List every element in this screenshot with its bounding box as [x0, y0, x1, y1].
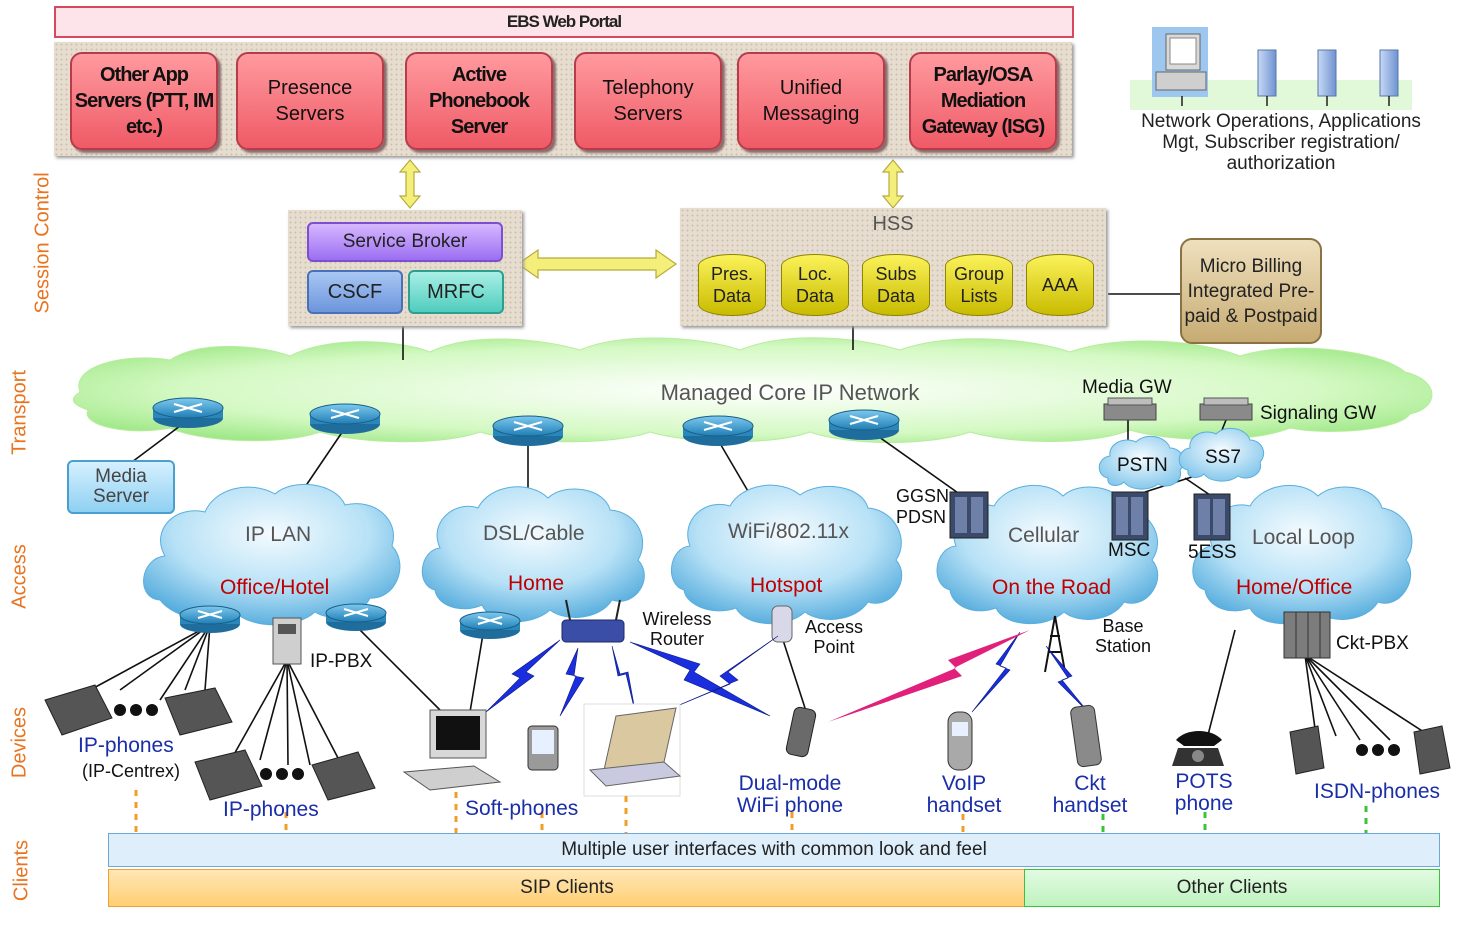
5ess-label: 5ESS: [1188, 542, 1237, 563]
cloud-dsl-subtitle: Home: [508, 572, 565, 595]
micro-billing-box[interactable]: Micro Billing Integrated Pre-paid & Post…: [1180, 238, 1322, 344]
cloud-cellular-subtitle: On the Road: [992, 576, 1112, 599]
pots-phone-label: POTS phone: [1174, 770, 1234, 815]
layer-label-transport: Transport: [8, 370, 31, 455]
cscf-box[interactable]: CSCF: [307, 270, 403, 314]
db-location-data: Loc. Data: [781, 254, 849, 316]
db-group-lists: Group Lists: [945, 254, 1013, 316]
cloud-wifi-title: WiFi/802.11x: [728, 520, 849, 543]
wireless-link-pink: [828, 630, 1030, 722]
msc-label: MSC: [1108, 540, 1151, 561]
signaling-gw-icon: [1199, 397, 1253, 421]
desktop-pc-icon: [402, 709, 502, 791]
ckt-handset-label: Ckt handset: [1052, 772, 1128, 817]
ellipsis-dots: [114, 704, 1400, 780]
dual-mode-phone-label: Dual-mode WiFi phone: [736, 772, 844, 817]
nms-computer-icon: [1152, 27, 1208, 97]
ggsn-rack-icon: [949, 491, 989, 539]
ip-phones-label: IP-phones: [223, 798, 319, 821]
connector-lines: [89, 293, 1431, 766]
ebs-web-portal[interactable]: EBS Web Portal: [54, 6, 1074, 38]
base-station-label: Base Station: [1094, 616, 1152, 656]
pots-phone-icon: [1172, 731, 1224, 766]
pstn-label: PSTN: [1117, 455, 1168, 476]
core-network-cloud: [72, 337, 1433, 443]
dual-mode-phone-icon: [785, 706, 817, 758]
soft-phones-label: Soft-phones: [465, 797, 579, 820]
db-aaa: AAA: [1026, 254, 1094, 316]
cloud-ip-lan-title: IP LAN: [245, 523, 312, 546]
wireless-router-icon: [561, 599, 625, 643]
mrfc-box[interactable]: MRFC: [408, 270, 504, 314]
layer-label-access: Access: [8, 544, 31, 609]
msc-rack-icon: [1111, 491, 1149, 541]
app-server-presence[interactable]: Presence Servers: [236, 52, 384, 150]
app-server-other[interactable]: Other App Servers (PTT, IM etc.): [70, 52, 218, 150]
hss-title: HSS: [872, 212, 914, 235]
small-clouds: [1098, 427, 1265, 490]
cloud-local-loop-title: Local Loop: [1252, 526, 1355, 549]
router-icons: [152, 397, 900, 639]
ggsn-pdsn-label: GGSN PDSN: [896, 486, 950, 527]
nms-label: Network Operations, Applications Mgt, Su…: [1141, 110, 1421, 174]
wireless-router-label: Wireless Router: [642, 609, 712, 649]
ip-pbx-label: IP-PBX: [310, 651, 373, 672]
app-server-phonebook[interactable]: Active Phonebook Server: [405, 52, 553, 150]
cloud-dsl-title: DSL/Cable: [483, 522, 585, 545]
other-clients-bar[interactable]: Other Clients: [1024, 869, 1440, 907]
app-server-telephony[interactable]: Telephony Servers: [574, 52, 722, 150]
ss7-label: SS7: [1205, 447, 1241, 468]
isdn-phones-label: ISDN-phones: [1314, 780, 1441, 803]
cloud-ip-lan-subtitle: Office/Hotel: [220, 576, 330, 599]
app-server-tray: [54, 42, 1072, 156]
cloud-local-loop-subtitle: Home/Office: [1236, 576, 1353, 599]
layer-label-devices: Devices: [8, 706, 31, 779]
ip-phone-icons: [44, 684, 1451, 801]
ip-centrex-note: (IP-Centrex): [82, 761, 181, 781]
ckt-handset-icon: [1070, 704, 1102, 768]
app-server-unified-messaging[interactable]: Unified Messaging: [737, 52, 885, 150]
cloud-cellular-title: Cellular: [1008, 524, 1080, 547]
ip-phones-centrex-label: IP-phones: [78, 734, 174, 757]
horizontal-arrow: [516, 248, 678, 280]
db-subscriber-data: Subs Data: [862, 254, 930, 316]
access-clouds: [143, 483, 1413, 626]
pda-icon: [527, 725, 559, 771]
media-server-box[interactable]: Media Server: [67, 460, 175, 514]
5ess-rack-icon: [1193, 493, 1231, 541]
layer-label-session-control: Session Control: [31, 172, 54, 314]
media-gw-icon: [1103, 397, 1157, 421]
service-broker-box[interactable]: Service Broker: [307, 222, 503, 262]
sip-clients-bar[interactable]: SIP Clients: [108, 869, 1026, 907]
ckt-pbx-label: Ckt-PBX: [1336, 633, 1409, 654]
app-server-parlay[interactable]: Parlay/OSA Mediation Gateway (ISG): [909, 52, 1057, 150]
layer-label-clients: Clients: [10, 839, 33, 902]
core-network-label: Managed Core IP Network: [660, 380, 920, 405]
access-point-icon: [771, 605, 793, 643]
vertical-arrows: [398, 159, 905, 209]
ckt-pbx-icon: [1283, 611, 1331, 659]
media-gw-label: Media GW: [1082, 377, 1172, 398]
base-station-icon: [1044, 615, 1066, 673]
signaling-gw-label: Signaling GW: [1260, 403, 1377, 424]
db-presence-data: Pres. Data: [698, 254, 766, 316]
access-point-label: Access Point: [804, 617, 864, 657]
wireless-links-blue: [485, 631, 1089, 717]
ip-pbx-icon: [272, 617, 302, 665]
common-ui-bar[interactable]: Multiple user interfaces with common loo…: [108, 833, 1440, 867]
cloud-wifi-subtitle: Hotspot: [750, 574, 823, 597]
laptop-icon: [583, 703, 682, 797]
nms-ticks: [1181, 96, 1390, 106]
voip-handset-icon: [947, 711, 973, 771]
voip-handset-label: VoIP handset: [926, 772, 1002, 817]
